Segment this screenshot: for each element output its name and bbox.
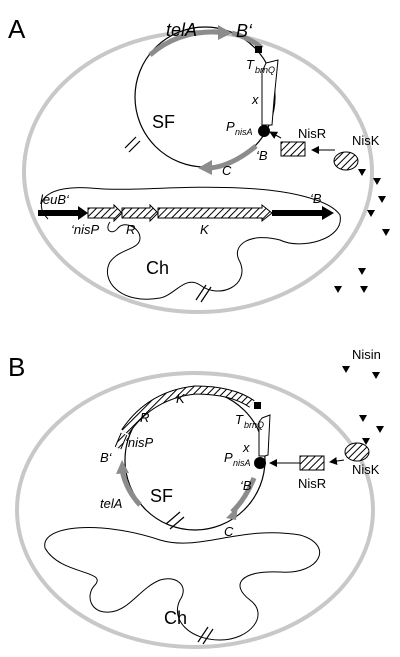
c-gene-arrowhead — [198, 160, 212, 175]
plasmid-break-mark — [124, 136, 137, 149]
nisin-triangle — [334, 286, 342, 293]
label-nisr: NisR — [298, 476, 326, 491]
nisr-box — [280, 141, 306, 157]
label-b-prime: B‘ — [236, 21, 253, 41]
label-c: C — [224, 524, 234, 539]
label-leub: leuB‘ — [40, 192, 70, 207]
label-terminator: T — [235, 412, 244, 427]
nisin-triangle — [360, 286, 368, 293]
nisin-triangle — [362, 438, 370, 445]
label-nisp: ‘nisP — [125, 435, 154, 450]
label-prime-b: ‘B — [256, 148, 268, 163]
tela-gene-arrowhead — [218, 25, 232, 40]
plasmid-break-mark — [128, 140, 141, 153]
leub-prime-gene — [38, 206, 88, 220]
label-b-prime: B‘ — [100, 450, 113, 465]
label-sf: SF — [152, 112, 175, 132]
label-tela: telA — [166, 20, 197, 40]
label-promoter: P — [226, 119, 235, 134]
label-r: R — [140, 410, 149, 425]
promoter-dot — [254, 457, 266, 469]
tela-gene-arrowhead — [116, 460, 129, 474]
terminator-square — [254, 402, 261, 409]
nisin-triangle — [358, 169, 366, 176]
panel-a-letter: A — [8, 14, 26, 44]
chromosome-line — [41, 186, 341, 300]
label-c: C — [222, 163, 232, 178]
chromosome-break-mark — [195, 284, 207, 301]
prime-b-chrom-gene — [272, 206, 334, 220]
x-gene-arrow — [261, 59, 279, 126]
label-prime-b-chrom: ‘B — [310, 191, 322, 206]
nisk-to-nisr-arrow — [329, 457, 345, 465]
nisp-gene — [115, 433, 127, 449]
label-r: R — [126, 222, 135, 237]
label-x: x — [242, 440, 250, 455]
plasmid-break-mark — [169, 516, 185, 530]
label-nisin: Nisin — [352, 347, 381, 362]
label-terminator-sub: brnQ — [255, 65, 275, 75]
nisin-triangle — [358, 268, 366, 275]
label-terminator-sub: brnQ — [244, 420, 264, 430]
r-gene — [121, 203, 159, 223]
label-ch: Ch — [146, 258, 169, 278]
label-promoter-sub: nisA — [233, 458, 251, 468]
nisin-triangle — [359, 415, 367, 422]
nisin-triangle — [372, 372, 380, 379]
x-gene-arrow — [258, 414, 271, 457]
chromosome-break-mark — [202, 628, 214, 645]
label-sf: SF — [150, 486, 173, 506]
label-promoter-sub: nisA — [235, 127, 253, 137]
panel-b-letter: B — [8, 352, 25, 382]
label-nisp: ‘nisP — [71, 222, 100, 237]
label-nisk: NisK — [352, 133, 380, 148]
promoter-dot — [258, 125, 270, 137]
terminator-square — [255, 46, 262, 53]
nisin-triangle — [376, 426, 384, 433]
nisin-triangle — [367, 210, 375, 217]
nisin-triangle — [342, 366, 350, 373]
label-terminator: T — [246, 57, 255, 72]
panel-b: B K R ‘nisP B‘ T brnQ x P nisA — [8, 347, 384, 649]
plasmid-break-mark — [165, 511, 181, 525]
c-gene-arrowhead — [226, 506, 238, 520]
nisin-molecules — [342, 366, 384, 445]
kr-gene-arc — [122, 386, 255, 434]
label-promoter: P — [224, 450, 233, 465]
nisin-triangle — [373, 178, 381, 185]
tela-gene-arrow — [148, 29, 221, 57]
label-k: K — [176, 391, 186, 406]
label-prime-b: ‘B — [240, 478, 252, 493]
k-gene — [157, 203, 273, 223]
nisk-oval — [333, 151, 359, 171]
panel-a: A telA B‘ T brnQ x SF P nisA ‘B C — [8, 14, 390, 314]
chromosome-break-mark — [197, 626, 209, 643]
nisin-molecules — [334, 169, 390, 293]
chromosome-line — [44, 527, 321, 641]
label-ch: Ch — [164, 608, 187, 628]
nisr-box — [299, 455, 325, 471]
label-k: K — [200, 222, 210, 237]
nisin-triangle — [378, 196, 386, 203]
cell-outline — [15, 371, 375, 649]
nisk-oval — [344, 442, 370, 462]
nisr-to-promoter-arrow — [269, 131, 282, 139]
label-nisk: NisK — [352, 462, 380, 477]
label-tela: telA — [100, 496, 122, 511]
label-nisr: NisR — [298, 126, 326, 141]
nisp-gene — [87, 203, 123, 223]
nisin-triangle — [382, 229, 390, 236]
cell-outline — [22, 30, 374, 314]
prime-b-c-gene-arrow — [209, 144, 258, 171]
label-x: x — [251, 92, 259, 107]
chromosome-break-mark — [200, 286, 212, 303]
